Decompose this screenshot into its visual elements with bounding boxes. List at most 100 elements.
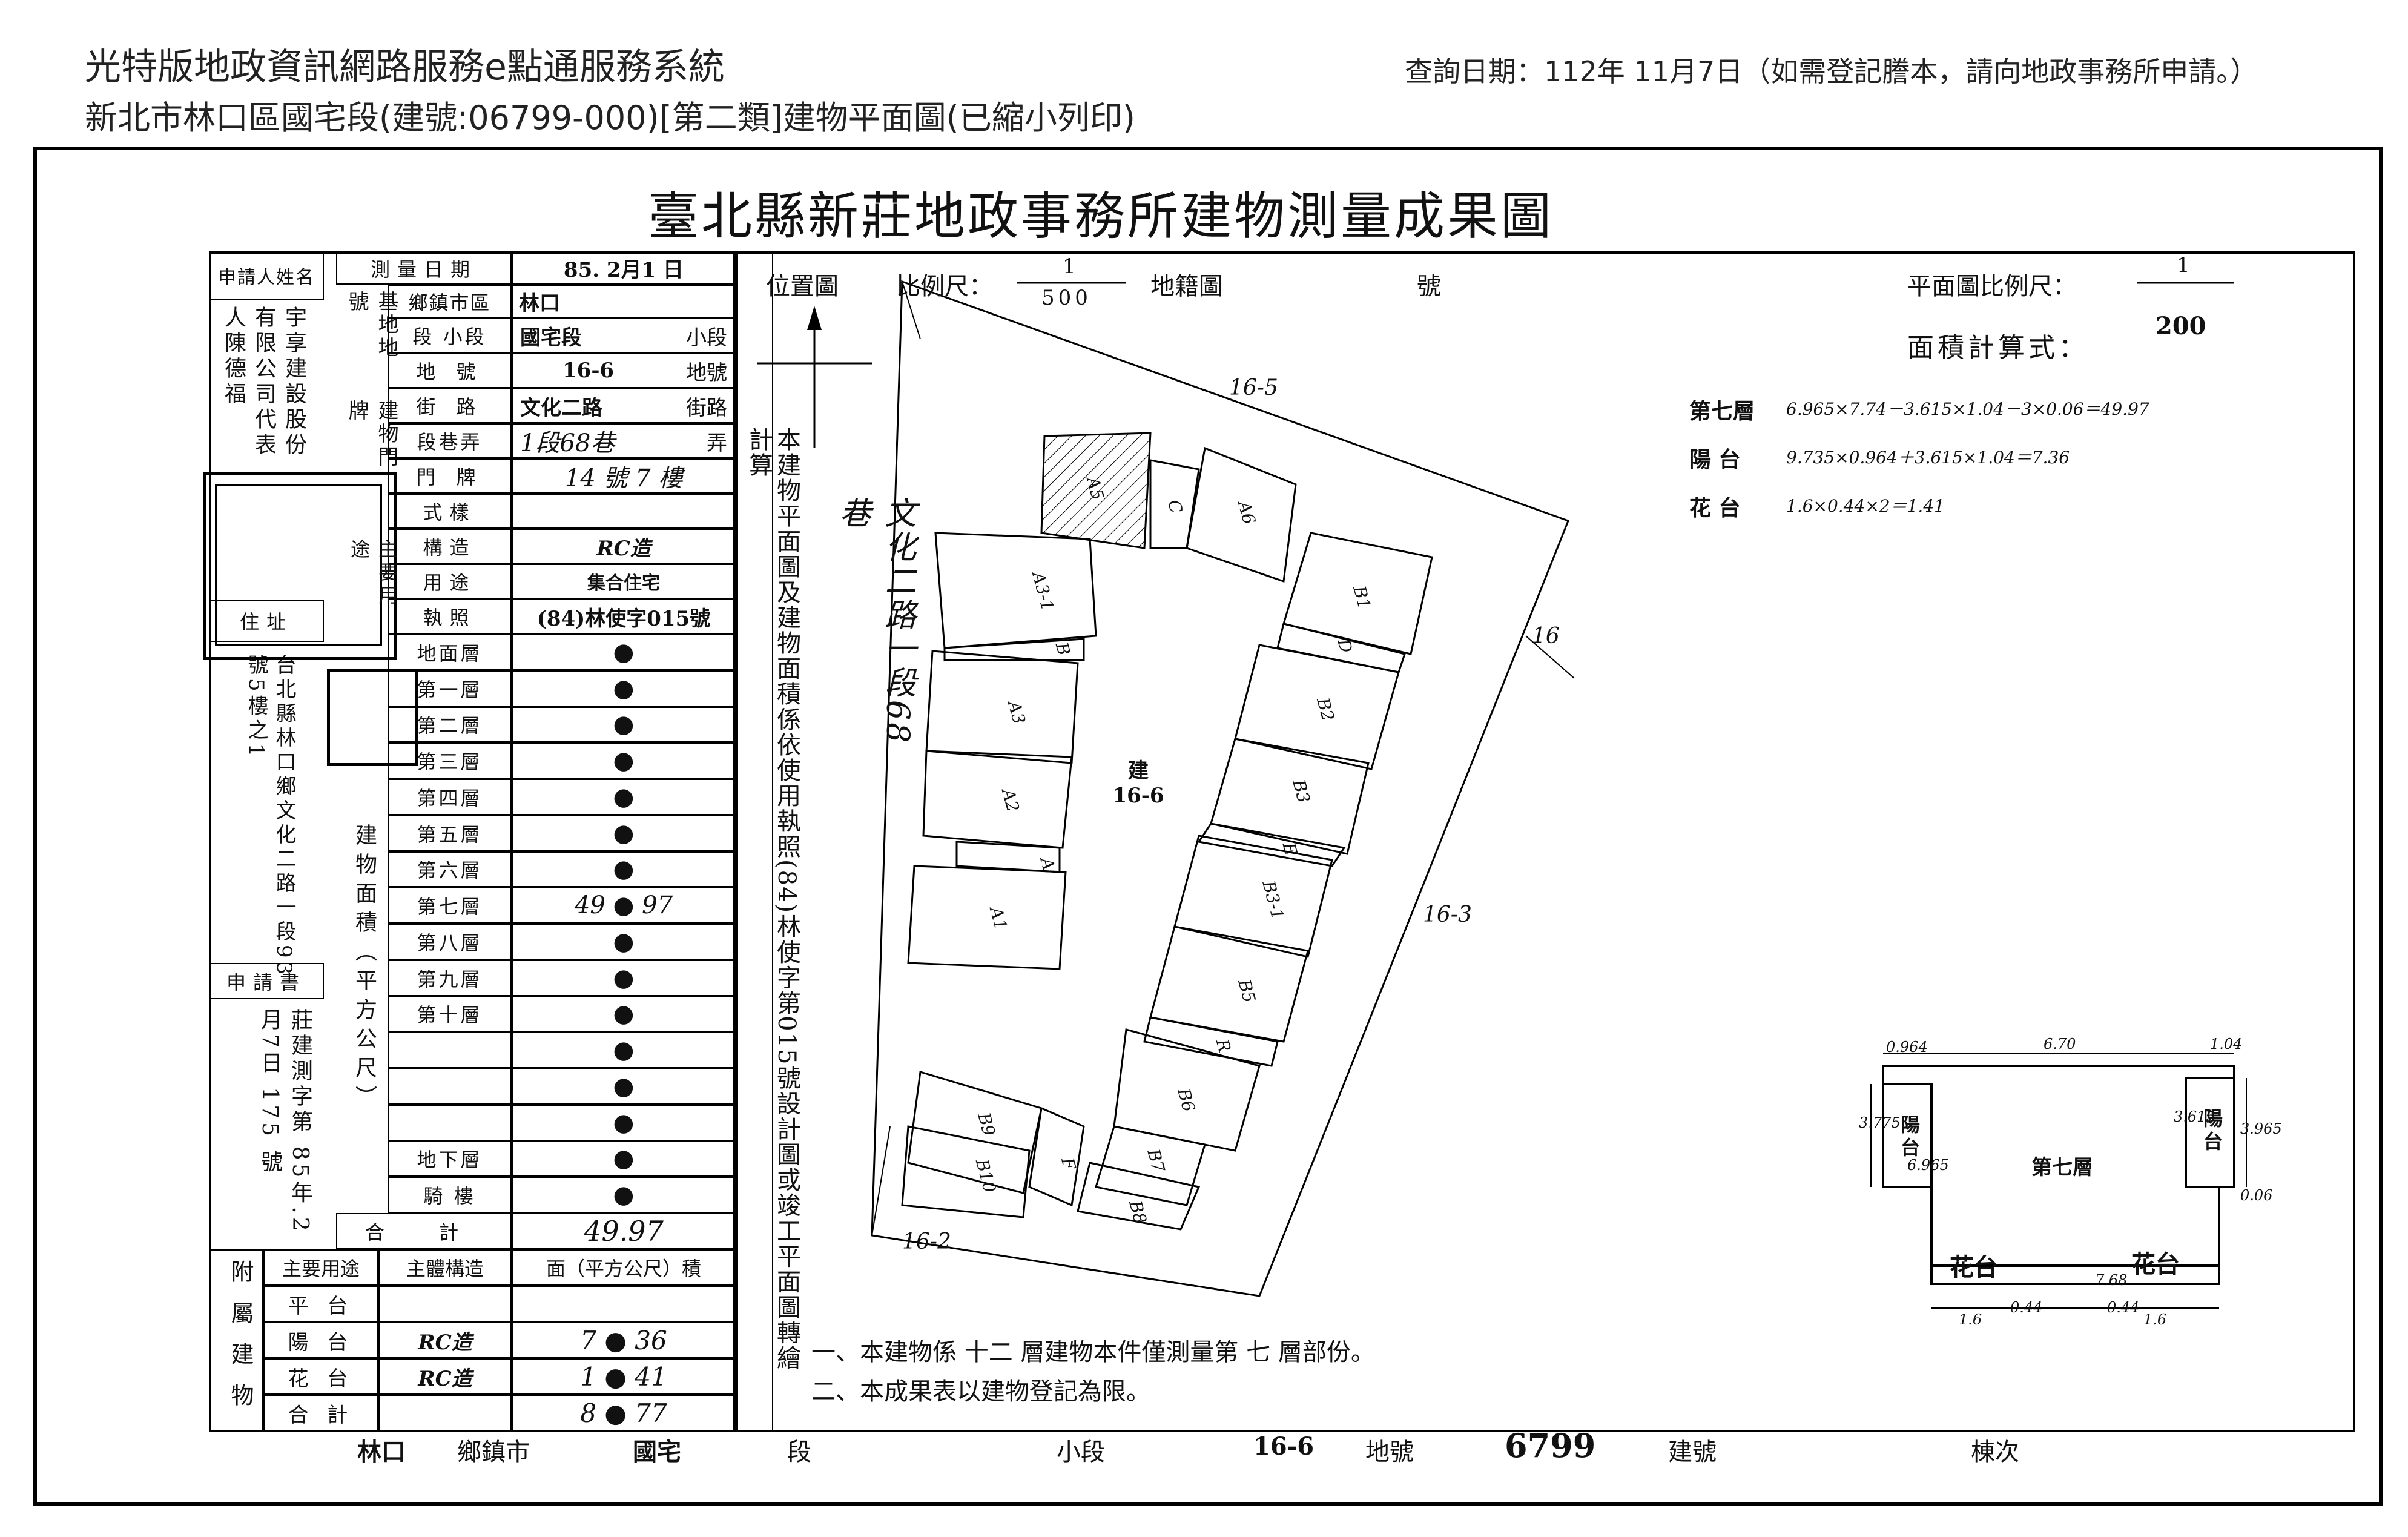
floor-area-value: ● — [512, 1140, 736, 1177]
footer-unit-label: 棟次 — [1971, 1438, 2019, 1466]
dimension-label: 0.964 — [1886, 1039, 1928, 1056]
cadastral-label: 地籍圖 — [1150, 273, 1223, 300]
dimension-label: 7.68 — [2095, 1272, 2128, 1289]
lot-16-2: 16-2 — [902, 1229, 951, 1254]
floor-label: 騎 樓 — [388, 1177, 512, 1213]
query-date: 查詢日期：112年 11月7日（如需登記謄本，請向地政事務所申請。） — [1405, 55, 2258, 88]
address-label: 住址 — [209, 600, 324, 642]
applicant-name: 宇享建設股份有限公司代表人陳德福 — [221, 306, 306, 458]
license-label: 執照 — [388, 599, 512, 634]
document-line: 新北市林口區國宅段(建號:06799-000)[第二類]建物平面圖(已縮小列印) — [85, 99, 1135, 137]
lot-cell: 16-6 地號 — [512, 353, 736, 388]
floor-area-value: ● — [512, 634, 736, 670]
doorplate-value: 14 號 7 樓 — [512, 458, 736, 494]
floor-plan-outline — [1882, 1065, 2235, 1285]
floor-label: 第七層 — [388, 887, 512, 924]
attached-label: 附屬建物 — [227, 1260, 254, 1424]
use-value: 集合住宅 — [512, 564, 736, 599]
attached-structure: RC造 — [378, 1322, 512, 1358]
footer-subsection-label: 小段 — [1057, 1438, 1105, 1466]
formula-label: 面積計算式： — [1907, 332, 2089, 363]
north-arrow-icon — [757, 306, 872, 448]
floor-label: 第十層 — [388, 996, 512, 1033]
floor-area-value: ● — [512, 1177, 736, 1213]
lot-suffix: 地號 — [686, 360, 727, 385]
street-suffix: 街路 — [686, 395, 727, 420]
seal-stamp — [203, 472, 397, 660]
formula-expression: 9.735×0.964＋3.615×1.04＝7.36 — [1786, 448, 2070, 468]
attached-use: 合 計 — [263, 1395, 378, 1431]
attached-header-structure: 主體構造 — [378, 1249, 512, 1286]
floor-label: 第九層 — [388, 959, 512, 996]
street-value: 文化二路 — [520, 395, 602, 420]
doorplate-label: 門 牌 — [388, 458, 512, 494]
lane-cell: 1段68巷 弄 — [512, 423, 736, 458]
document-frame — [33, 147, 2383, 1506]
dimension-label: 1.6 — [2143, 1311, 2167, 1328]
map-scale-denominator: 500 — [1041, 286, 1092, 310]
building-area-label: 建物面積（平方公尺） — [352, 824, 377, 1114]
cadastral-number-label: 號 — [1417, 273, 1441, 300]
attached-header-use: 主要用途 — [263, 1249, 378, 1286]
attached-use: 平 台 — [263, 1286, 378, 1322]
survey-date-label: 測量日期 — [336, 251, 512, 285]
applicant-label: 申請人姓名 — [209, 251, 324, 300]
note-column-divider — [736, 251, 773, 1432]
plan-balcony-right: 陽台 — [2200, 1108, 2223, 1154]
lot-16: 16 — [1532, 624, 1560, 649]
structure-value: RC造 — [512, 529, 736, 564]
township-label: 鄉鎮市區 — [388, 285, 512, 318]
attached-area — [512, 1286, 736, 1322]
section-cell: 國宅段 小段 — [512, 318, 736, 353]
style-value — [512, 494, 736, 529]
lane-value: 1段68巷 — [520, 429, 615, 457]
attached-use: 花 台 — [263, 1358, 378, 1395]
plan-balcony-left: 陽台 — [1898, 1114, 1921, 1160]
footer-building-number: 6799 — [1505, 1426, 1596, 1465]
attached-structure: RC造 — [378, 1358, 512, 1395]
floor-label: 第二層 — [388, 706, 512, 743]
floor-label — [388, 1104, 512, 1141]
dimension-label: 1.6 — [1959, 1311, 1982, 1328]
floor-area-value: ● — [512, 1032, 736, 1068]
floor-label: 第五層 — [388, 815, 512, 851]
main-use-label: 主要用途 — [348, 539, 398, 608]
floor-area-value: ● — [512, 815, 736, 851]
floor-label — [388, 1068, 512, 1105]
dimension-label: 6.70 — [2044, 1036, 2076, 1053]
formula-expression: 6.965×7.74－3.615×1.04－3×0.06＝49.97 — [1786, 399, 2149, 419]
lot-16-3: 16-3 — [1423, 902, 1472, 927]
floor-plan-dimension-lines — [1870, 1053, 2247, 1309]
floor-area-value: ● — [512, 742, 736, 779]
attached-use: 陽 台 — [263, 1322, 378, 1358]
floor-label — [388, 1032, 512, 1068]
floor-area-value: ● — [512, 924, 736, 960]
floor-area-value: ● — [512, 996, 736, 1033]
total-label: 合 計 — [336, 1213, 512, 1249]
road-label: 文化二路一段68巷 — [834, 497, 915, 745]
footer-section-label: 段 — [787, 1438, 811, 1466]
floor-area-value: 49 ● 97 — [512, 887, 736, 924]
map-scale-numerator: 1 — [1063, 254, 1076, 279]
attached-area: 7 ● 36 — [512, 1322, 736, 1358]
style-label: 式樣 — [388, 494, 512, 529]
floor-area-value: ● — [512, 670, 736, 707]
footer-section: 國宅 — [633, 1438, 681, 1466]
dimension-label: 3.775 — [1859, 1114, 1901, 1131]
dimension-label: 0.06 — [2240, 1187, 2273, 1204]
plan-scale-numerator: 1 — [2177, 253, 2190, 277]
dimension-label: 0.44 — [2107, 1299, 2140, 1316]
unit-A5-hatched — [1040, 432, 1152, 549]
formula-expression: 1.6×0.44×2＝1.41 — [1786, 496, 1945, 516]
floor-label: 第四層 — [388, 779, 512, 815]
total-value: 49.97 — [512, 1213, 736, 1249]
vertical-note: 本建物平面圖及建物面積係依使用執照(84)林使字第015號設計圖或竣工平面圖轉繪… — [745, 427, 800, 1371]
floor-label: 地面層 — [388, 634, 512, 670]
floor-label: 第六層 — [388, 851, 512, 888]
map-area-border — [736, 251, 2355, 1432]
lot-boundary — [871, 280, 1569, 1297]
footer-lot-label: 地號 — [1365, 1438, 1414, 1466]
formula-item-label: 陽 台 — [1689, 447, 1741, 472]
street-cell: 文化二路 街路 — [512, 388, 736, 423]
seal-stamp-inner — [215, 484, 382, 646]
